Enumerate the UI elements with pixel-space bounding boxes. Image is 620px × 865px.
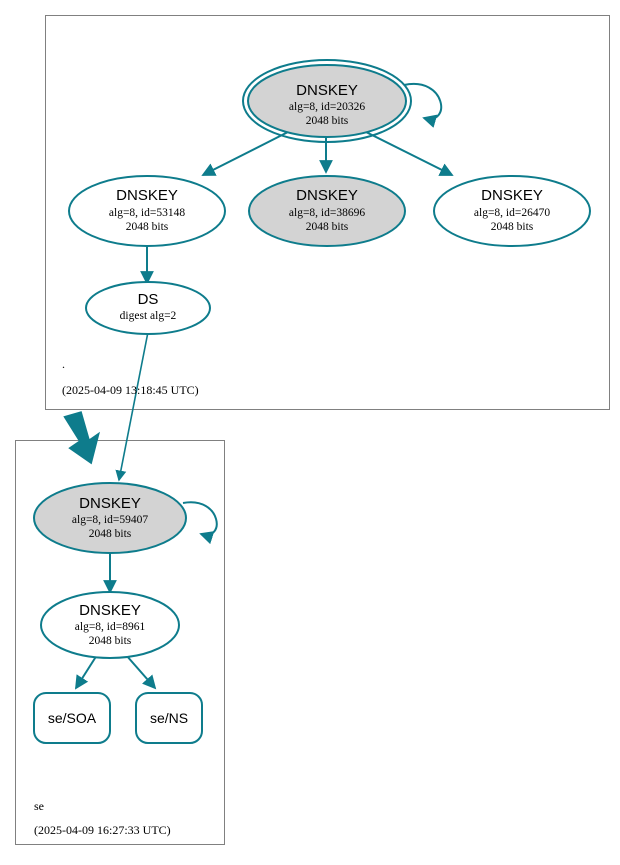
zone-label-se-name: se xyxy=(34,799,44,813)
trust-anchor-outer-ring xyxy=(242,59,412,143)
edge-se-zsk-to-se-soa xyxy=(74,654,98,690)
node-rrset-se-ns[interactable]: se/NS xyxy=(135,692,203,744)
node-title: DS xyxy=(138,291,159,308)
node-keysize: 2048 bits xyxy=(89,528,132,540)
node-keysize: 2048 bits xyxy=(126,221,169,233)
node-dnskey-53148[interactable]: DNSKEY alg=8, id=53148 2048 bits xyxy=(68,175,226,247)
node-shape xyxy=(68,175,226,247)
node-shape xyxy=(433,175,591,247)
self-sign-loop-20326 xyxy=(403,82,443,128)
edge-se-zsk-to-se-ns xyxy=(125,654,157,690)
zone-delegation-arrow xyxy=(63,411,100,465)
node-keyinfo: alg=8, id=20326 xyxy=(289,101,365,113)
zone-label-root-timestamp: (2025-04-09 13:18:45 UTC) xyxy=(62,383,199,397)
node-title: DNSKEY xyxy=(79,602,141,619)
node-shape xyxy=(135,692,203,744)
node-keysize: 2048 bits xyxy=(306,221,349,233)
zone-label-root-name: . xyxy=(62,357,65,371)
node-rrset-se-soa[interactable]: se/SOA xyxy=(33,692,111,744)
node-title: DNSKEY xyxy=(296,82,358,99)
node-digest-alg: digest alg=2 xyxy=(120,310,177,322)
node-shape xyxy=(247,64,407,138)
node-dnskey-26470[interactable]: DNSKEY alg=8, id=26470 2048 bits xyxy=(433,175,591,247)
node-title: DNSKEY xyxy=(296,187,358,204)
node-shape xyxy=(85,281,211,335)
node-shape xyxy=(40,591,180,659)
node-keyinfo: alg=8, id=38696 xyxy=(289,207,365,219)
zone-label-se-timestamp: (2025-04-09 16:27:33 UTC) xyxy=(34,823,171,837)
node-keyinfo: alg=8, id=59407 xyxy=(72,514,148,526)
node-title: DNSKEY xyxy=(481,187,543,204)
node-keyinfo: alg=8, id=26470 xyxy=(474,207,550,219)
edge-root-ksk-to-53148 xyxy=(201,131,289,176)
node-keyinfo: alg=8, id=53148 xyxy=(109,207,185,219)
node-keysize: 2048 bits xyxy=(306,115,349,127)
node-keysize: 2048 bits xyxy=(491,221,534,233)
edge-ds-to-se-ksk xyxy=(115,331,149,482)
self-sign-loop-59407 xyxy=(182,501,218,545)
node-title: DNSKEY xyxy=(116,187,178,204)
node-title: DNSKEY xyxy=(79,495,141,512)
node-shape xyxy=(248,175,406,247)
node-shape xyxy=(33,482,187,554)
node-dnskey-8961[interactable]: DNSKEY alg=8, id=8961 2048 bits xyxy=(40,591,180,659)
rrset-label: se/SOA xyxy=(48,710,97,726)
node-shape xyxy=(33,692,111,744)
node-dnskey-59407[interactable]: DNSKEY alg=8, id=59407 2048 bits xyxy=(33,482,218,554)
node-dnskey-20326[interactable]: DNSKEY alg=8, id=20326 2048 bits xyxy=(242,59,443,143)
node-keysize: 2048 bits xyxy=(89,635,132,647)
rrset-label: se/NS xyxy=(150,710,188,726)
node-keyinfo: alg=8, id=8961 xyxy=(75,621,146,633)
edge-root-ksk-to-26470 xyxy=(365,131,454,176)
node-dnskey-38696[interactable]: DNSKEY alg=8, id=38696 2048 bits xyxy=(248,175,406,247)
node-ds-se[interactable]: DS digest alg=2 xyxy=(85,281,211,335)
